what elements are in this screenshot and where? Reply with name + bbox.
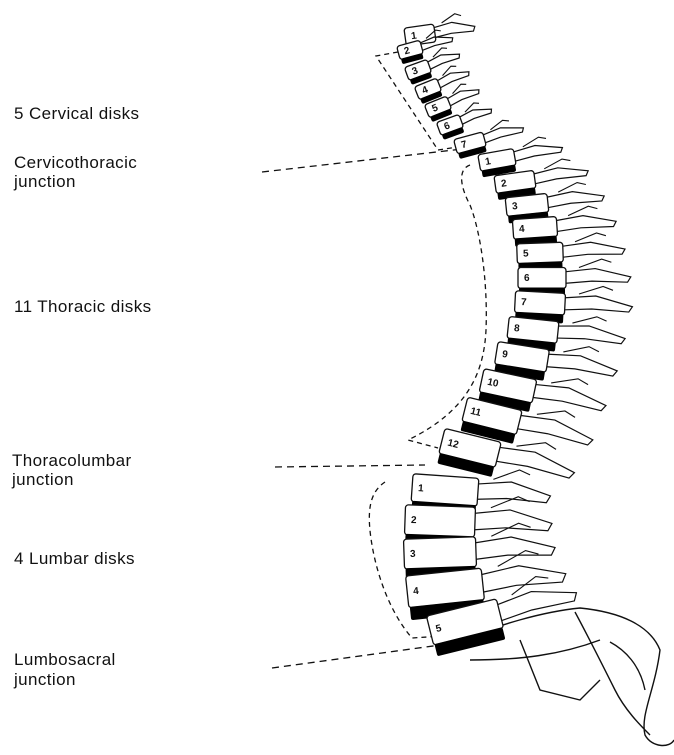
spinous-process xyxy=(566,269,631,284)
spinous-process xyxy=(475,509,553,533)
spinous-process xyxy=(557,323,626,345)
spinous-process xyxy=(459,104,493,124)
spinous-process xyxy=(556,213,616,231)
cervicothoracic-leader xyxy=(262,147,480,172)
articular-process xyxy=(496,549,539,566)
vertebra-number: 2 xyxy=(411,515,417,526)
spinous-process xyxy=(565,294,633,313)
lumbosacral-leader xyxy=(272,643,455,668)
spinous-process xyxy=(563,241,626,257)
spinous-process xyxy=(547,188,605,207)
articular-process xyxy=(575,233,606,242)
thoracic-vertebra-1: 1 xyxy=(477,133,566,177)
vertebra-layer: 123456712345678910111212345 xyxy=(395,11,633,656)
spinous-process xyxy=(434,19,476,37)
vertebra-number: 5 xyxy=(523,248,529,259)
articular-process xyxy=(572,314,606,326)
articular-process xyxy=(579,259,611,267)
spinous-process xyxy=(477,480,551,505)
vertebra-number: 7 xyxy=(521,297,528,308)
vertebra-number: 6 xyxy=(524,273,530,284)
cervical-vertebra-1: 1 xyxy=(403,11,476,46)
spinous-process xyxy=(513,141,563,161)
spinous-process xyxy=(518,412,596,447)
spinous-process xyxy=(547,351,619,378)
articular-process xyxy=(557,182,586,193)
articular-process xyxy=(579,285,613,296)
vertebra-number: 3 xyxy=(410,549,416,560)
articular-process xyxy=(568,206,598,216)
spinous-process xyxy=(497,444,577,481)
articular-process xyxy=(441,13,462,23)
articular-process xyxy=(491,496,530,509)
thoracolumbar-leader xyxy=(275,465,425,467)
spinous-process xyxy=(534,164,589,184)
spinous-process xyxy=(533,381,608,413)
articular-process xyxy=(493,468,530,482)
spinous-process xyxy=(483,122,525,143)
spinous-process xyxy=(481,561,566,592)
articular-process xyxy=(543,158,571,169)
